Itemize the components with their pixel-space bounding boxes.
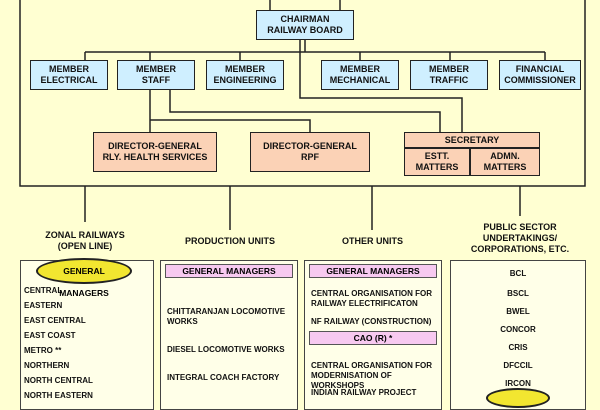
member-role: STAFF xyxy=(141,75,171,85)
estt-matters-box: ESTT. MATTERS xyxy=(404,148,470,176)
psu-heading-line-3: CORPORATIONS, ETC. xyxy=(470,244,570,254)
list-item: METRO ** xyxy=(24,346,62,355)
director-title: DIRECTOR-GENERAL xyxy=(108,141,202,151)
list-item: CENTRAL ORGANISATION FOR RAILWAY ELECTRI… xyxy=(311,289,432,309)
cao-label: CAO (R) * xyxy=(309,331,437,345)
list-item: INDIAN RAILWAY PROJECT xyxy=(311,388,417,397)
list-item-line: RAILWAY ELECTRIFICATON xyxy=(311,299,418,308)
list-item: CHITTARANJAN LOCOMOTIVE WORKS xyxy=(167,307,285,327)
admn-line-1: ADMN. xyxy=(490,151,520,161)
list-item: INTEGRAL COACH FACTORY xyxy=(167,373,280,382)
psu-heading: PUBLIC SECTOR UNDERTAKINGS/ CORPORATIONS… xyxy=(450,222,590,255)
list-item: CENTRAL ORGANISATION FOR MODERNISATION O… xyxy=(311,361,441,391)
director-rpf-box: DIRECTOR-GENERAL RPF xyxy=(250,132,370,172)
member-label: MEMBER xyxy=(49,64,89,74)
list-item: BSCL xyxy=(507,289,529,298)
list-item: CENTRAL xyxy=(24,286,63,295)
member-role: ENGINEERING xyxy=(213,75,277,85)
list-item: DFCCIL xyxy=(503,361,533,370)
psu-highlight-oval xyxy=(486,388,550,408)
zonal-heading-line-2: (OPEN LINE) xyxy=(57,241,113,251)
zonal-heading-line-1: ZONAL RAILWAYS xyxy=(45,230,125,240)
list-item: NORTH EASTERN xyxy=(24,391,93,400)
list-item-line: WORKS xyxy=(167,317,198,326)
director-subtitle: RLY. HEALTH SERVICES xyxy=(102,152,208,162)
secretary-box: SECRETARY xyxy=(404,132,540,148)
member-label: MEMBER xyxy=(136,64,176,74)
estt-line-2: MATTERS xyxy=(415,162,459,172)
list-item: EAST CENTRAL xyxy=(24,316,86,325)
member-role: TRAFFIC xyxy=(429,75,469,85)
list-item: EAST COAST xyxy=(24,331,76,340)
psu-heading-line-2: UNDERTAKINGS/ xyxy=(482,233,558,243)
other-general-managers: GENERAL MANAGERS xyxy=(309,264,437,278)
psu-panel: BCL BSCL BWEL CONCOR CRIS DFCCIL IRCON xyxy=(450,260,586,410)
production-panel: GENERAL MANAGERS CHITTARANJAN LOCOMOTIVE… xyxy=(160,260,298,410)
list-item: NORTHERN xyxy=(24,361,70,370)
secretary-title: SECRETARY xyxy=(444,134,500,145)
director-health-box: DIRECTOR-GENERAL RLY. HEALTH SERVICES xyxy=(93,132,217,172)
chairman-line-1: CHAIRMAN xyxy=(280,14,330,24)
zonal-heading: ZONAL RAILWAYS (OPEN LINE) xyxy=(20,230,150,252)
list-item: BCL xyxy=(509,269,527,278)
member-traffic-box: MEMBER TRAFFIC xyxy=(410,60,488,90)
production-general-managers: GENERAL MANAGERS xyxy=(165,264,293,278)
zonal-general-managers-highlight: GENERAL MANAGERS xyxy=(36,258,132,298)
financial-commissioner-box: FINANCIAL COMMISSIONER xyxy=(499,60,581,90)
production-heading-text: PRODUCTION UNITS xyxy=(185,236,275,246)
admn-matters-box: ADMN. MATTERS xyxy=(470,148,540,176)
list-item-line: CENTRAL ORGANISATION FOR xyxy=(311,361,433,370)
list-item: BWEL xyxy=(506,307,530,316)
member-label: MEMBER xyxy=(429,64,469,74)
other-panel: GENERAL MANAGERS CENTRAL ORGANISATION FO… xyxy=(304,260,442,410)
list-item: CRIS xyxy=(508,343,528,352)
other-heading-text: OTHER UNITS xyxy=(341,236,403,246)
member-engineering-box: MEMBER ENGINEERING xyxy=(206,60,284,90)
chairman-line-2: RAILWAY BOARD xyxy=(267,25,343,35)
estt-line-1: ESTT. xyxy=(424,151,450,161)
production-heading: PRODUCTION UNITS xyxy=(160,236,300,247)
member-role: MECHANICAL xyxy=(329,75,391,85)
list-item: IRCON xyxy=(505,379,531,388)
list-item: CONCOR xyxy=(500,325,536,334)
member-role: COMMISSIONER xyxy=(504,75,576,85)
psu-heading-line-1: PUBLIC SECTOR xyxy=(483,222,557,232)
connector-lines xyxy=(19,0,586,230)
member-label: MEMBER xyxy=(340,64,380,74)
list-item: EASTERN xyxy=(24,301,63,310)
director-title: DIRECTOR-GENERAL xyxy=(263,141,357,151)
admn-line-2: MATTERS xyxy=(483,162,527,172)
list-item-line: CENTRAL ORGANISATION FOR xyxy=(311,289,433,298)
list-item-line: CHITTARANJAN LOCOMOTIVE xyxy=(167,307,286,316)
list-item: NORTH CENTRAL xyxy=(24,376,93,385)
member-electrical-box: MEMBER ELECTRICAL xyxy=(30,60,108,90)
member-label: FINANCIAL xyxy=(515,64,565,74)
chairman-box: CHAIRMAN RAILWAY BOARD xyxy=(256,10,354,40)
director-subtitle: RPF xyxy=(301,152,319,162)
member-mechanical-box: MEMBER MECHANICAL xyxy=(321,60,399,90)
list-item: DIESEL LOCOMOTIVE WORKS xyxy=(167,345,285,354)
member-role: ELECTRICAL xyxy=(40,75,98,85)
list-item: NF RAILWAY (CONSTRUCTION) xyxy=(311,317,432,326)
list-item-line: MODERNISATION OF WORKSHOPS xyxy=(311,371,392,390)
other-heading: OTHER UNITS xyxy=(305,236,440,247)
member-label: MEMBER xyxy=(225,64,265,74)
member-staff-box: MEMBER STAFF xyxy=(117,60,195,90)
